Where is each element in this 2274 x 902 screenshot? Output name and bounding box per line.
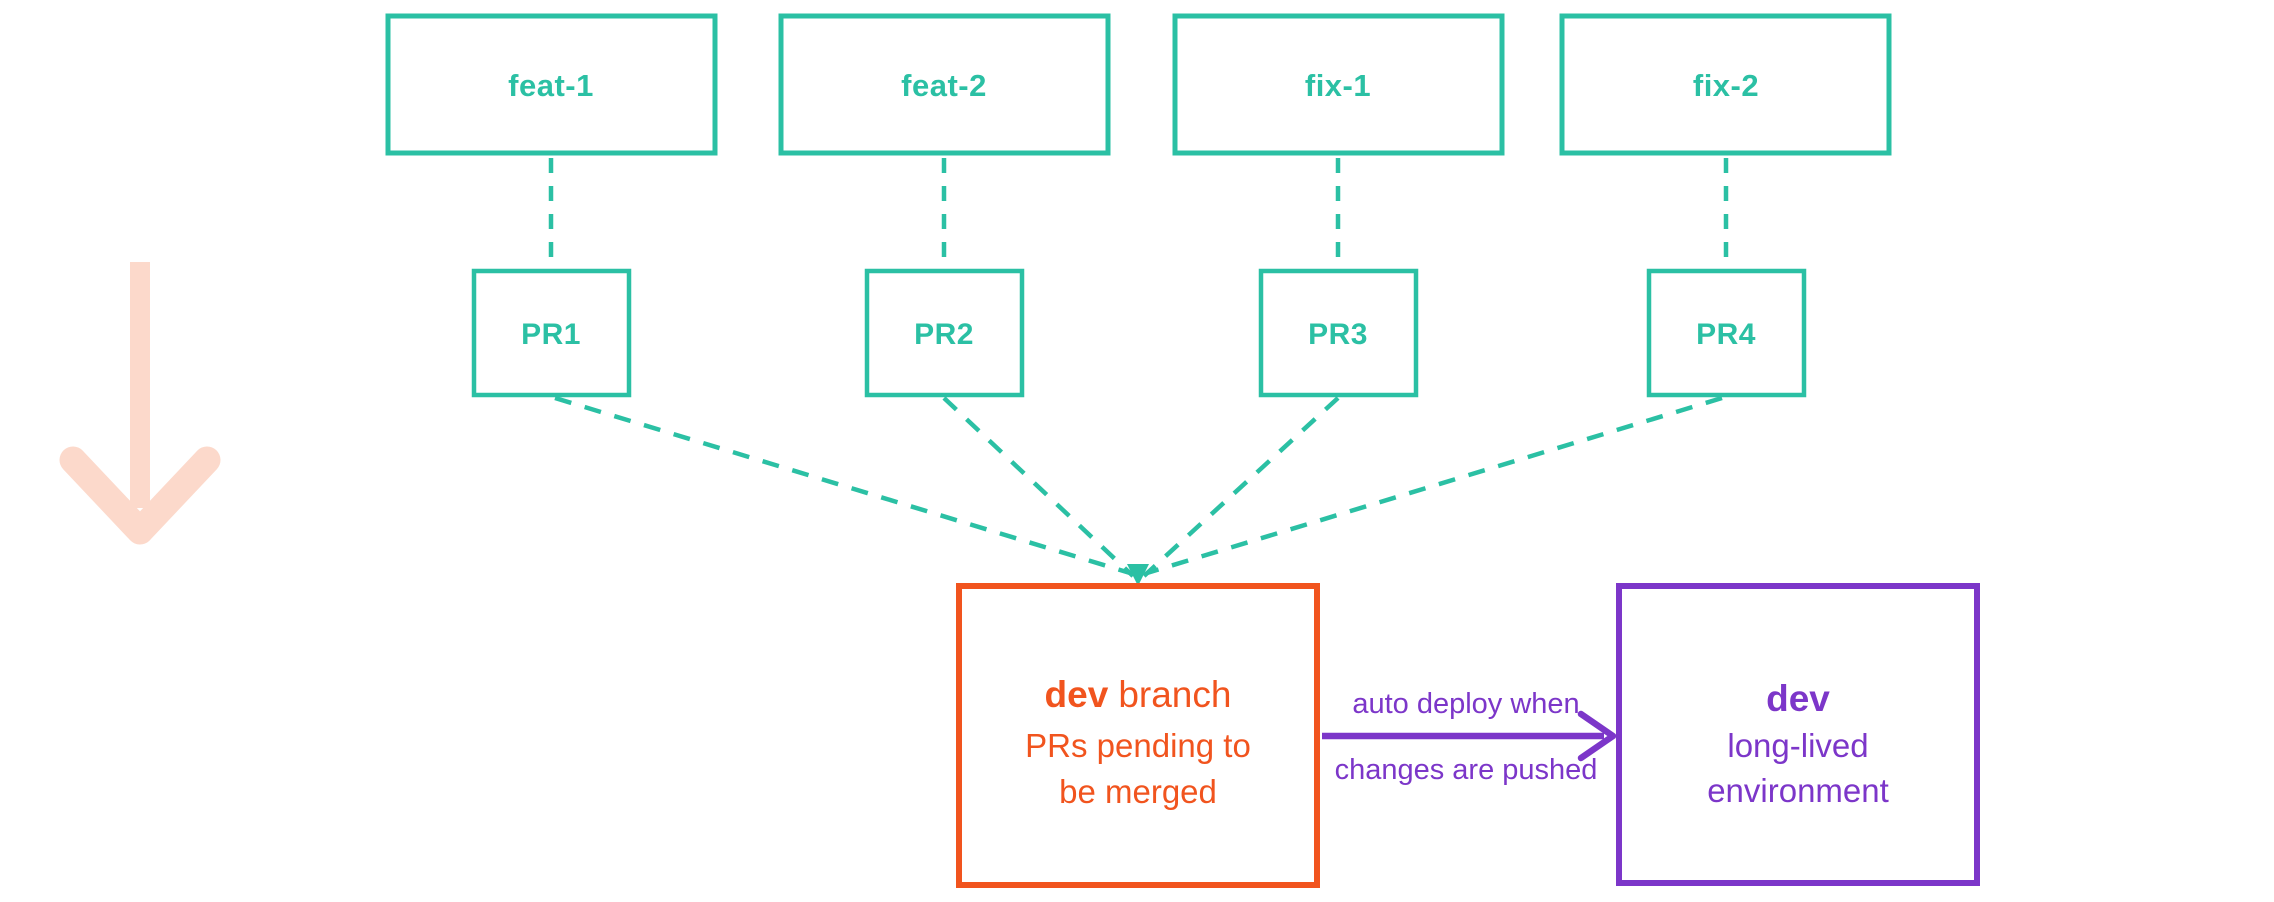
pr-box-rect bbox=[1646, 268, 1807, 398]
branch-box-rect bbox=[778, 13, 1111, 156]
dev-environment-title: dev bbox=[1766, 678, 1830, 719]
pr-box-label: PR4 bbox=[1696, 318, 1756, 351]
dev-branch-subtitle-line2: be merged bbox=[1059, 773, 1217, 810]
merge-line-pr2-to-dev bbox=[942, 396, 1135, 578]
branch-box-label: feat-1 bbox=[508, 68, 594, 103]
deploy-arrow-label-line1: auto deploy when bbox=[1352, 688, 1579, 720]
pr-box-1: PR1 bbox=[471, 268, 632, 398]
branch-box-rect bbox=[385, 13, 718, 156]
branch-box-label: fix-2 bbox=[1693, 68, 1759, 103]
branch-box-feat-1: feat-1 bbox=[385, 13, 718, 156]
pr-box-label: PR1 bbox=[521, 318, 581, 351]
pr-box-2: PR2 bbox=[864, 268, 1025, 398]
down-arrow-head bbox=[59, 446, 221, 545]
pr-box-rect bbox=[1258, 268, 1419, 398]
branch-box-rect bbox=[1172, 13, 1505, 156]
deploy-arrow-label-line2: changes are pushed bbox=[1335, 754, 1598, 786]
branch-box-fix-2: fix-2 bbox=[1559, 13, 1892, 156]
branch-box-label: feat-2 bbox=[901, 68, 987, 103]
merge-line-pr3-to-dev bbox=[1142, 396, 1340, 578]
pr-box-label: PR3 bbox=[1308, 318, 1368, 351]
dev-environment-subtitle-line1: long-lived bbox=[1727, 727, 1868, 764]
dev-branch-box-rect bbox=[956, 583, 1320, 888]
down-arrow-icon bbox=[59, 262, 221, 545]
branch-box-label: fix-1 bbox=[1305, 68, 1371, 103]
pr-box-3: PR3 bbox=[1258, 268, 1419, 398]
dev-environment-subtitle-line2: environment bbox=[1707, 772, 1889, 809]
dev-branch-title-rest: branch bbox=[1118, 674, 1231, 715]
pr-box-rect bbox=[864, 268, 1025, 398]
dev-branch-title-bold: dev bbox=[1045, 674, 1109, 715]
branch-box-rect bbox=[1559, 13, 1892, 156]
dev-environment-box-rect bbox=[1616, 583, 1980, 886]
merge-arrowhead-icon bbox=[1127, 564, 1149, 586]
pr-box-label: PR2 bbox=[914, 318, 974, 351]
deploy-arrowhead-icon bbox=[1577, 710, 1617, 762]
branch-box-feat-2: feat-2 bbox=[778, 13, 1111, 156]
dev-environment-title-bold: dev bbox=[1766, 678, 1830, 719]
deploy-arrow: auto deploy when changes are pushed bbox=[1322, 688, 1617, 786]
branch-box-fix-1: fix-1 bbox=[1172, 13, 1505, 156]
merge-line-pr1-to-dev bbox=[554, 395, 1131, 576]
pr-box-rect bbox=[471, 268, 632, 398]
merge-line-pr4-to-dev bbox=[1146, 395, 1723, 576]
dev-environment-box: dev long-lived environment bbox=[1616, 583, 1980, 886]
dev-branch-subtitle-line1: PRs pending to bbox=[1025, 727, 1251, 764]
pr-box-4: PR4 bbox=[1646, 268, 1807, 398]
